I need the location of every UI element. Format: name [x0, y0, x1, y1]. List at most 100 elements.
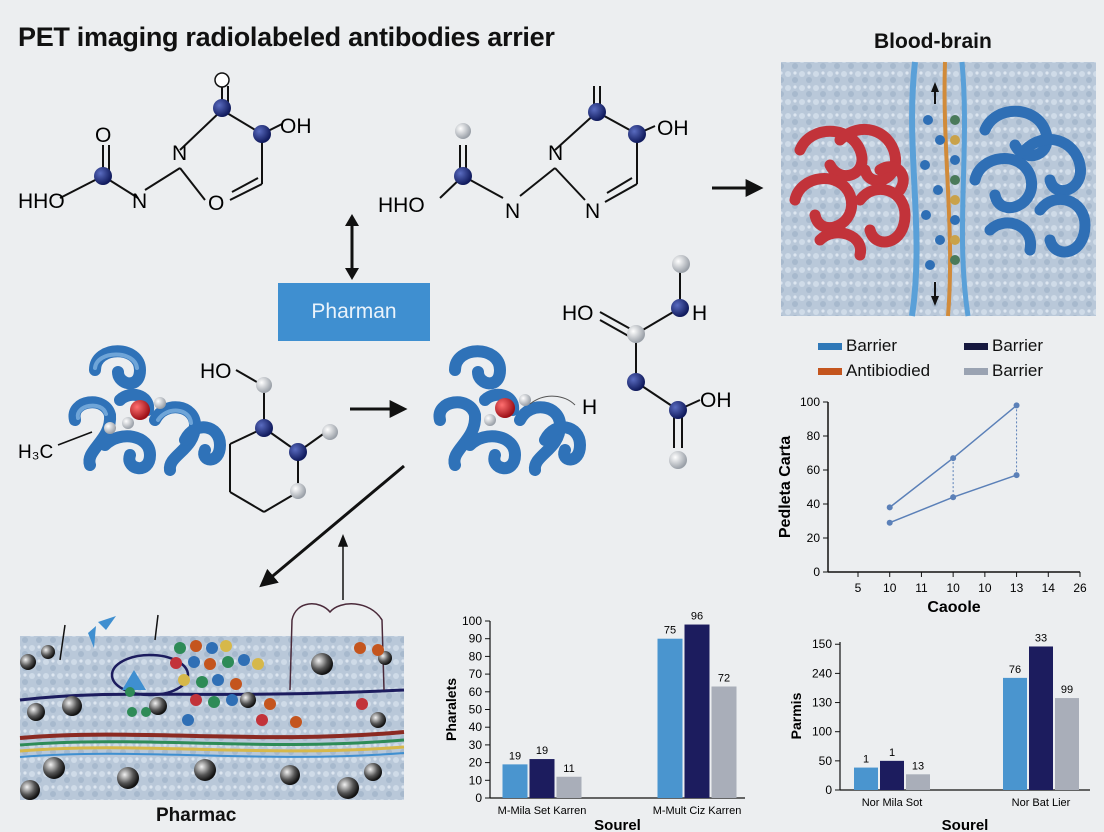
pharman-box: Pharman [278, 283, 430, 341]
x-tick-label: 10 [883, 581, 897, 595]
y-tick-label: 60 [807, 463, 821, 477]
m1-o-bottom: O [208, 192, 224, 215]
x-tick-label: 10 [946, 581, 960, 595]
bar [684, 624, 710, 798]
blood-brain-barrier-image [781, 61, 1096, 317]
legend-swatch-1 [818, 343, 842, 351]
y-tick-label: 0 [825, 783, 832, 797]
bar [880, 760, 904, 790]
bar-value-label: 96 [691, 611, 703, 623]
bar [906, 774, 930, 790]
x-category-label: M-Mult Ciz Karren [653, 805, 742, 817]
bar [1003, 677, 1027, 790]
y-tick-label: 10 [469, 773, 483, 787]
bar-value-label: 99 [1061, 684, 1073, 696]
y-tick-label: 70 [469, 667, 483, 681]
bottom-caption: Pharmac [156, 805, 237, 826]
bar [529, 759, 555, 798]
m1-hho: HHO [18, 190, 65, 213]
y-tick-label: 50 [469, 703, 483, 717]
m1-n-top: N [172, 142, 187, 165]
bar-value-label: 1 [889, 747, 895, 759]
y-tick-label: 240 [812, 666, 832, 680]
legend-swatch-4 [964, 368, 988, 376]
m1-o-left: O [95, 124, 111, 147]
data-point [1013, 472, 1020, 479]
m4-ho: HO [200, 360, 232, 383]
y-tick-label: 100 [812, 725, 832, 739]
y-axis-title: Pedleta Carta [777, 436, 794, 538]
y-tick-label: 130 [812, 696, 832, 710]
y-tick-label: 100 [462, 614, 482, 628]
m3-oh: OH [700, 389, 732, 412]
y-tick-label: 0 [475, 791, 482, 805]
x-tick-label: 26 [1073, 581, 1087, 595]
m3-ho: HO [562, 302, 594, 325]
x-tick-label: 14 [1042, 581, 1056, 595]
protein-cluster-center [433, 345, 587, 476]
bar-value-label: 11 [563, 763, 574, 775]
bar [657, 638, 683, 798]
molecule-3 [599, 268, 701, 448]
y-tick-label: 80 [807, 429, 821, 443]
y-tick-label: 20 [807, 531, 821, 545]
bar-value-label: 1 [863, 754, 869, 766]
molecule-4 [229, 369, 327, 513]
m1-n-bottom: N [132, 190, 147, 213]
bar [854, 767, 878, 790]
bar-value-label: 72 [718, 672, 730, 684]
y-tick-label: 60 [469, 685, 483, 699]
bar-value-label: 19 [536, 745, 548, 757]
molecule-1 [59, 86, 283, 201]
data-point [886, 504, 893, 511]
data-point [886, 519, 893, 526]
m2-n-top: N [548, 142, 563, 165]
x-category-label: Nor Mila Sot [862, 797, 923, 809]
m2-oh: OH [657, 117, 689, 140]
legend-swatch-2 [964, 343, 988, 351]
x-axis-title: Caoole [927, 599, 980, 616]
page-title: PET imaging radiolabeled antibodies arri… [18, 22, 555, 52]
bar-value-label: 33 [1035, 632, 1047, 644]
bar [556, 776, 582, 798]
bar [502, 764, 528, 798]
m4-h3c: H₃C [18, 442, 53, 463]
bar [1055, 698, 1079, 790]
y-tick-label: 100 [800, 395, 820, 409]
bar [711, 686, 737, 798]
x-tick-label: 5 [855, 581, 862, 595]
data-point [950, 494, 957, 501]
data-point [1013, 402, 1020, 409]
bar-value-label: 13 [912, 760, 924, 772]
y-tick-label: 150 [812, 637, 832, 651]
arrows [259, 179, 764, 588]
m2-n-bottom: N [585, 200, 600, 223]
y-tick-label: 50 [819, 754, 833, 768]
x-axis-title: Sourel [942, 817, 989, 832]
y-tick-label: 40 [807, 497, 821, 511]
legend-swatch-3 [818, 368, 842, 376]
legend-item-1: Barrier [818, 336, 897, 356]
tissue-image [19, 603, 405, 800]
blood-brain-title: Blood-brain [874, 30, 992, 53]
m2-hho: HHO [378, 194, 425, 217]
m3-h: H [692, 302, 707, 325]
bar-value-label: 75 [664, 625, 676, 637]
x-category-label: M-Mila Set Karren [498, 805, 587, 817]
m5-h: H [582, 396, 597, 419]
y-axis-title: Pharalets [443, 678, 459, 741]
y-tick-label: 20 [469, 756, 483, 770]
y-tick-label: 90 [469, 632, 483, 646]
y-tick-label: 30 [469, 738, 483, 752]
bar-value-label: 76 [1009, 664, 1021, 676]
y-tick-label: 0 [813, 565, 820, 579]
x-tick-label: 11 [915, 581, 928, 595]
x-tick-label: 13 [1010, 581, 1024, 595]
m2-n-left: N [505, 200, 520, 223]
m1-oh: OH [280, 115, 312, 138]
legend-item-2: Barrier [964, 336, 1043, 356]
